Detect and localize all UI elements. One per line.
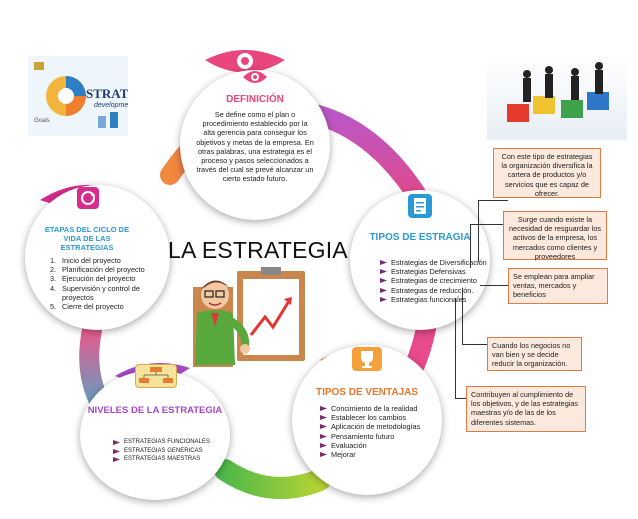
note-crecimiento: Se emplean para ampliar ventas, mercados… [508, 268, 608, 304]
bullet-arrow-icon [320, 406, 327, 411]
bullet-arrow-icon [113, 448, 120, 454]
list-item: Estrategias de reducción. [380, 286, 495, 295]
puzzle-team-photo [487, 56, 627, 140]
pie-chart-icon [34, 62, 118, 128]
bullet-arrow-icon [380, 269, 387, 275]
list-item: Pensamiento futuro [320, 432, 425, 441]
connector-line [470, 224, 503, 225]
list-item: Evaluación [320, 441, 425, 450]
bullet-arrow-icon [113, 457, 120, 462]
strategy-word: STRATEGY [86, 86, 128, 101]
tipos-estrategia-node: TIPOS DE ESTRAGIA [350, 190, 490, 330]
etapas-title: ETAPAS DEL CICLO DE VIDA DE LAS ESTRATEG… [44, 225, 130, 252]
tipos-ventajas-title: TIPOS DE VENTAJAS [315, 387, 419, 398]
connector-line [480, 285, 508, 286]
tipos-ventajas-node: TIPOS DE VENTAJAS [292, 345, 442, 495]
definicion-text: Se define como el plan o procedimiento e… [196, 110, 314, 184]
definicion-title: DEFINICIÓN [226, 94, 284, 105]
bullet-arrow-icon [320, 424, 327, 430]
connector-line [470, 224, 471, 268]
list-item: 1.Inicio del proyecto [50, 256, 121, 265]
list-item: Concimiento de la realidad [320, 404, 425, 413]
connector-line [462, 344, 487, 345]
list-item: ESTRATEGIAS FUNCIONALES [113, 438, 223, 447]
niveles-node [80, 364, 230, 500]
bullet-arrow-icon [113, 440, 120, 445]
connector-line [478, 200, 508, 201]
list-item: Estrategias funcionales [380, 295, 495, 304]
list-item: Estrategias de Diversificación [380, 258, 495, 267]
main-title: LA ESTRATEGIA [168, 237, 348, 263]
list-item: Estrategias de crecimiento [380, 276, 495, 285]
bullet-arrow-icon [380, 260, 387, 265]
eye-icon [242, 68, 268, 86]
bullet-arrow-icon [320, 433, 327, 439]
note-funcionales: Contribuyen al cumplimiento de los objet… [466, 386, 586, 432]
list-item: Estrategias Defensivas [380, 267, 495, 276]
bullet-arrow-icon [380, 287, 387, 293]
list-item: 4.Supervisión y control de proyectos [50, 283, 140, 302]
connector-line [462, 288, 463, 344]
niveles-list: ESTRATEGIAS FUNCIONALES ESTRATEGIAS GENE… [113, 438, 223, 464]
org-chart-icon [135, 364, 177, 388]
growth-chart-icon [249, 297, 292, 336]
trophy-icon [352, 347, 382, 371]
note-reduccion: Cuando los negocios no van bien y se dec… [487, 337, 582, 371]
list-item: 5.Cierre del proyecto [50, 302, 124, 312]
bullet-arrow-icon [320, 452, 327, 458]
tipos-ventajas-list: Concimiento de la realidad Establecer lo… [320, 404, 425, 459]
bullet-arrow-icon [320, 415, 327, 421]
business-puzzle-icon [507, 62, 609, 122]
bullet-arrow-icon [380, 278, 387, 284]
bullet-arrow-icon [380, 296, 387, 302]
cycle-icon [77, 187, 99, 209]
goals-word: Goals [34, 118, 50, 124]
strategy-photo: STRATEGY development Goals [28, 56, 128, 136]
connector-line [478, 200, 479, 262]
connector-line [455, 298, 456, 398]
strategy-doc-icon [408, 194, 432, 218]
bullet-arrow-icon [320, 442, 327, 448]
list-item: Mejorar [320, 450, 425, 459]
list-item: 3.Ejecución del proyecto [50, 274, 136, 284]
etapas-list: 1.Inicio del proyecto 2.Planificación de… [50, 256, 165, 311]
list-item: Establecer los cambios [320, 413, 425, 422]
niveles-title: NIVELES DE LA ESTRATEGIA [87, 405, 223, 416]
list-item: Aplicación de metodologías [320, 422, 425, 431]
definicion-node: DEFINICIÓN Se define como el plan o proc… [180, 70, 330, 220]
ring-arc-bottom [214, 459, 331, 499]
connector-line [455, 398, 466, 399]
list-item: 2.Planificación del proyecto [50, 265, 145, 275]
strategy-sub: development [94, 102, 128, 109]
tipos-estrategia-title: TIPOS DE ESTRAGIA [369, 232, 471, 243]
tipos-estrategia-list: Estrategias de Diversificación Estrategi… [380, 258, 495, 304]
etapas-node: ETAPAS DEL CICLO DE VIDA DE LAS ESTRATEG… [25, 185, 170, 330]
note-defensivas: Surge cuando existe la necesidad de resg… [503, 211, 607, 261]
cartoon-presenter-icon [193, 267, 305, 367]
note-diversificacion: Con este tipo de estrategias la organiza… [493, 148, 601, 198]
list-item: ESTRATEGIAS MAESTRAS [113, 455, 223, 464]
list-item: ESTRATEGIAS GENERICAS [113, 447, 223, 456]
